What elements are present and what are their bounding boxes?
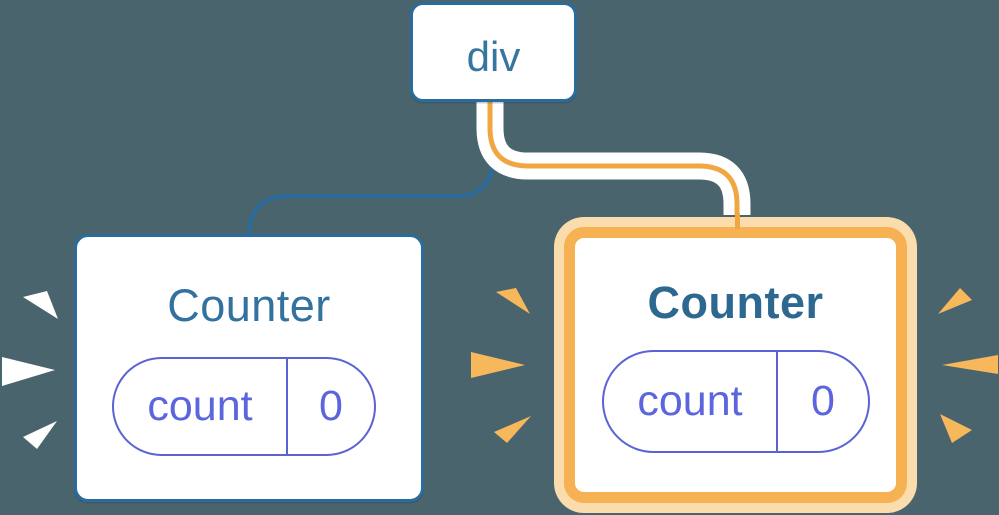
spark-icon (496, 288, 530, 314)
spark-icon (942, 355, 998, 374)
counter-title: Counter (167, 280, 331, 331)
spark-icon (940, 414, 972, 443)
state-value: 0 (811, 377, 835, 425)
right-counter-left-sparks (471, 288, 531, 443)
spark-icon (471, 352, 525, 378)
root-div-node: div (410, 2, 577, 102)
counter-title: Counter (647, 277, 824, 328)
spark-icon (494, 416, 531, 443)
edge-root-to-right-counter-casing (476, 96, 751, 215)
state-pill: count 0 (112, 357, 376, 456)
spark-icon (2, 357, 55, 386)
edge-root-to-right-counter (487, 96, 740, 215)
left-counter-node: Counter count 0 (74, 234, 424, 502)
right-counter-right-sparks (938, 288, 998, 443)
left-counter-sparks (2, 291, 58, 449)
spark-icon (938, 288, 972, 314)
state-key: count (604, 352, 778, 451)
edge-stub-into-right-counter (734, 213, 740, 229)
spark-icon (23, 421, 57, 449)
state-key: count (114, 359, 288, 454)
spark-icon (23, 291, 58, 319)
state-value: 0 (319, 382, 343, 430)
edge-root-to-left-counter (247, 98, 495, 237)
state-pill: count 0 (602, 350, 870, 453)
right-counter-node-highlighted: Counter count 0 (564, 227, 907, 503)
root-div-label: div (466, 33, 521, 80)
